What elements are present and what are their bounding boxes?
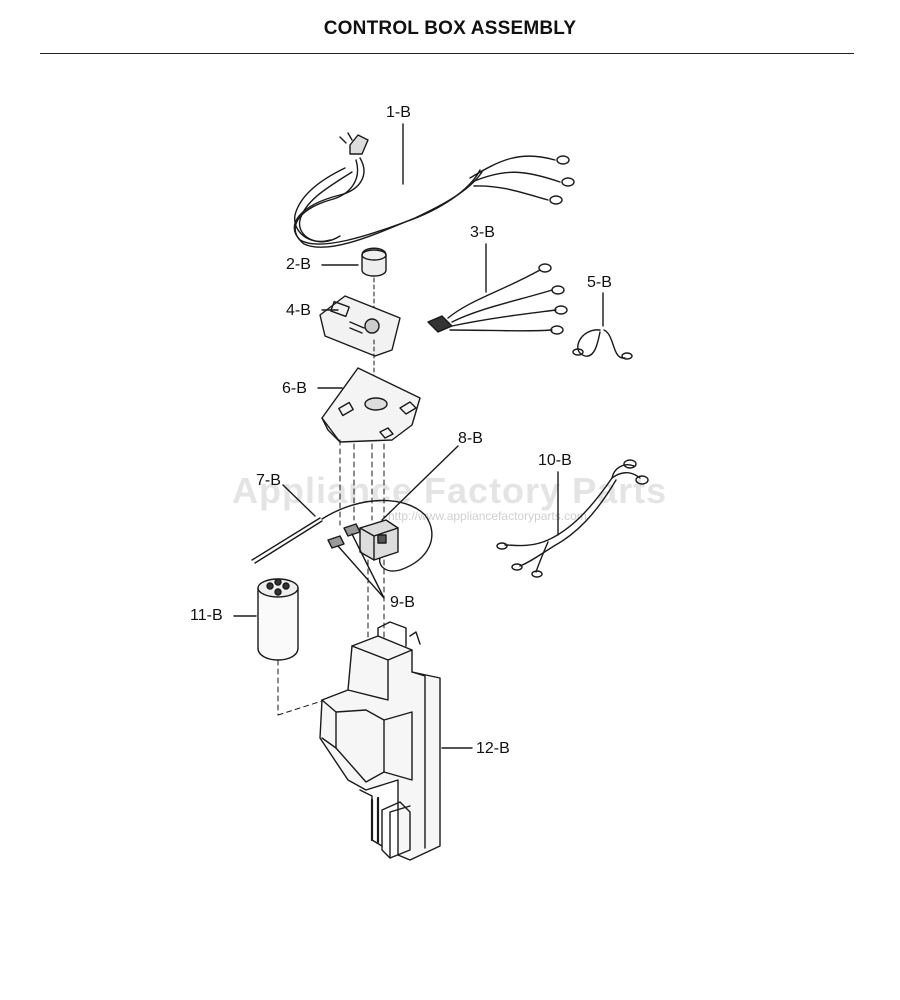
watermark-text: Appliance Factory Parts [232,470,668,511]
part-label-2b: 2-B [286,256,311,273]
knob-icon [361,247,387,277]
terminal-icon [327,523,361,549]
part-label-12b: 12-B [476,740,510,757]
part-label-5b: 5-B [587,274,612,291]
part-label-7b: 7-B [256,472,281,489]
leader-line-8b [381,445,459,521]
power-cord-icon [293,132,575,248]
leader-line-7b [282,484,316,517]
capacitor-icon [257,578,299,661]
wire-harness-icon [496,459,649,578]
watermark-url: http://www.appliancefactoryparts.com [388,509,587,523]
part-label-10b: 10-B [538,452,572,469]
part-label-3b: 3-B [470,224,495,241]
part-label-11b: 11-B [190,607,223,624]
part-label-9b: 9-B [390,594,415,611]
title-divider [40,53,854,54]
cover-plate-icon [321,367,421,443]
control-box-icon [319,621,441,861]
part-label-6b: 6-B [282,380,307,397]
leader-line-9b [337,533,385,599]
relay-icon [359,519,399,561]
part-label-1b: 1-B [386,104,411,121]
page-title: CONTROL BOX ASSEMBLY [323,18,577,39]
wire-harness-icon [427,263,568,335]
part-label-4b: 4-B [286,302,311,319]
control-board-icon [319,295,401,357]
part-label-8b: 8-B [458,430,483,447]
jumper-wire-icon [572,329,633,360]
thermistor-icon [251,499,433,572]
